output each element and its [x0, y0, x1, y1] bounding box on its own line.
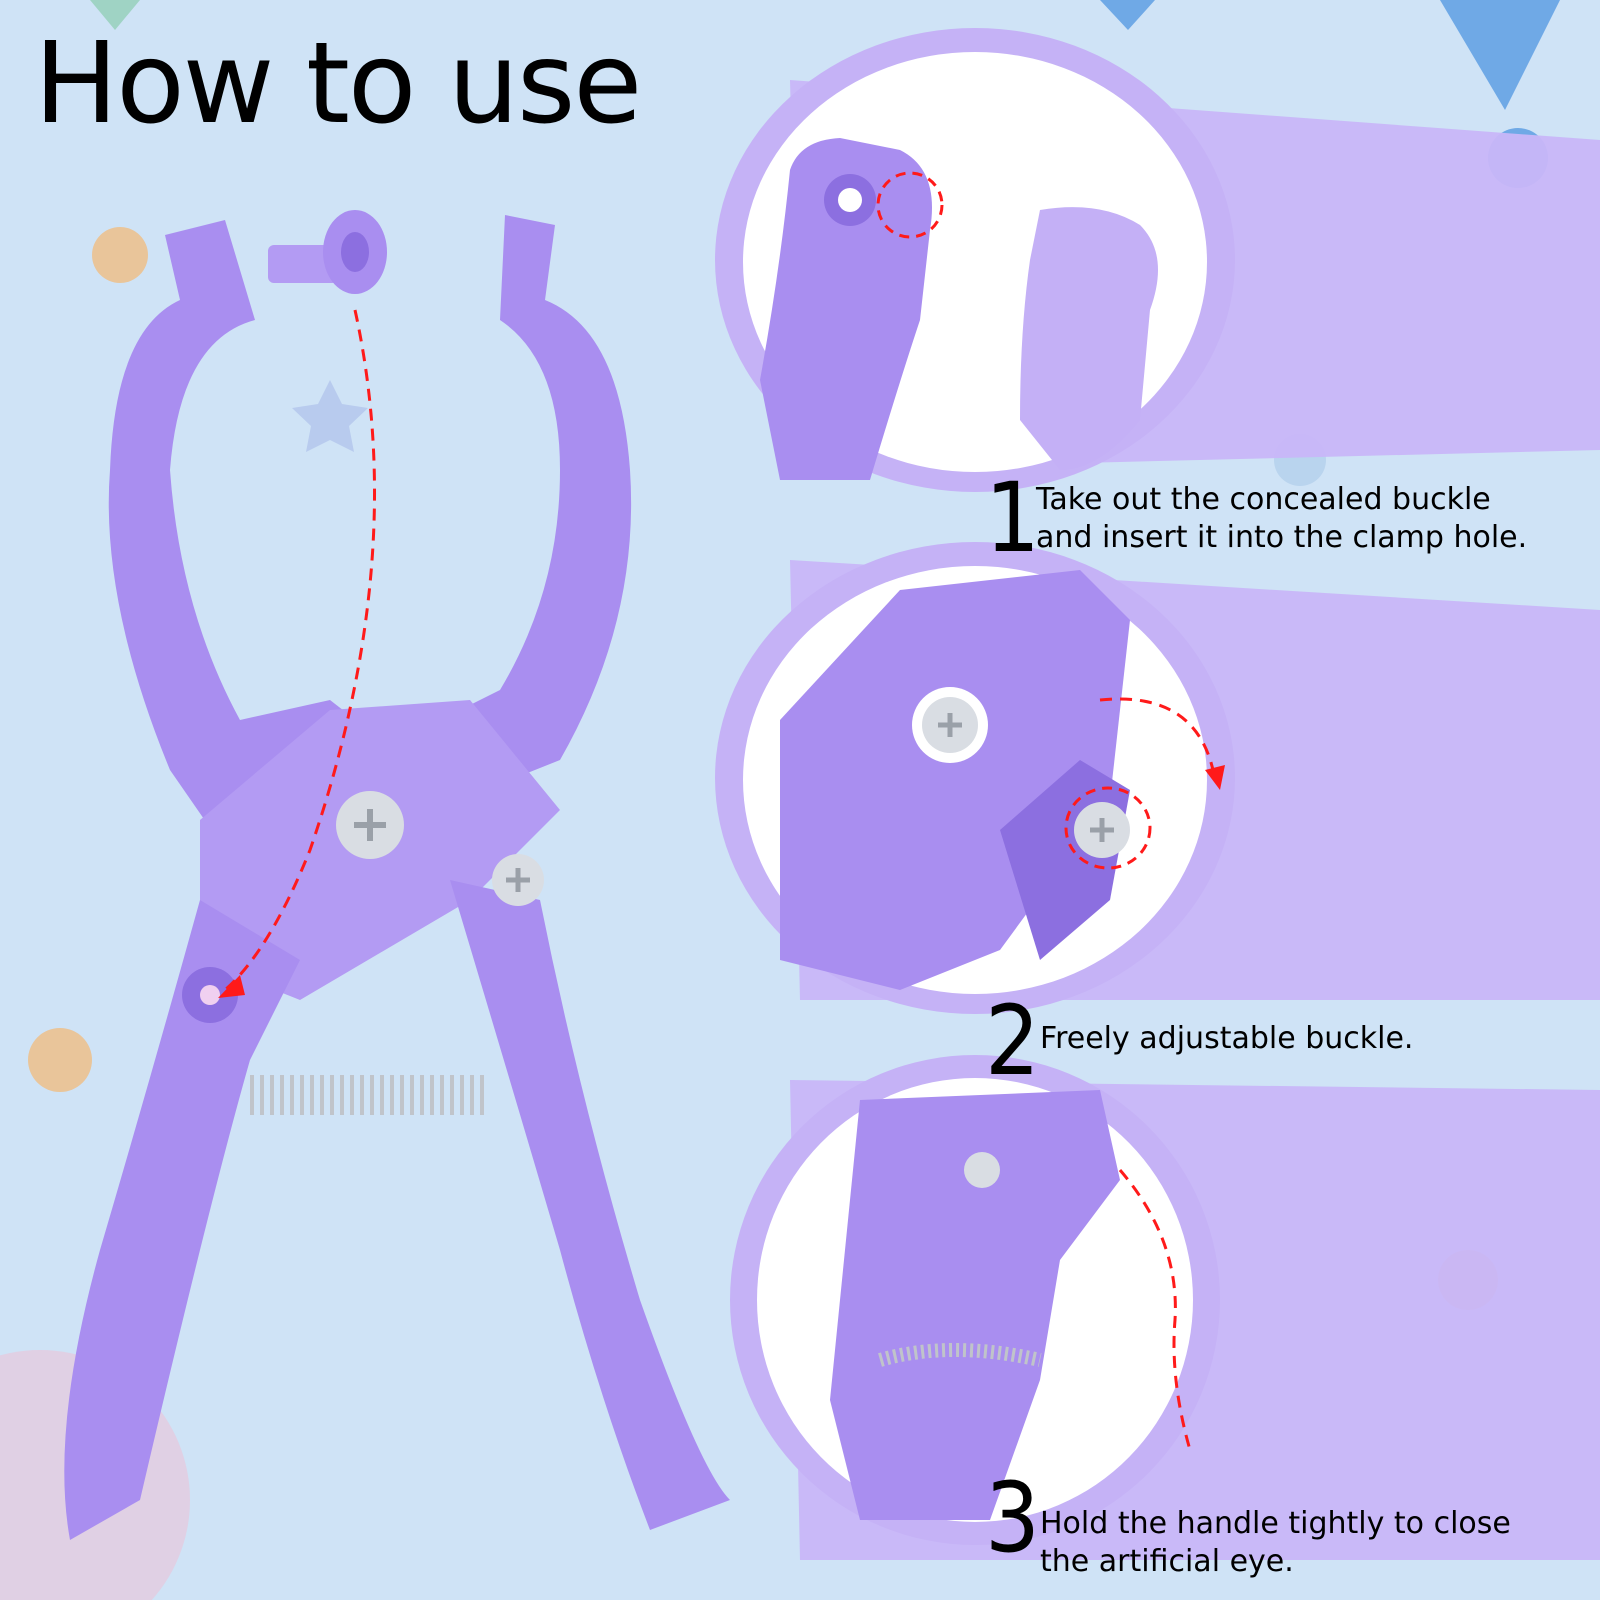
step-3-line-1: Hold the handle tightly to close	[1040, 1506, 1511, 1541]
page-title: How to use	[34, 19, 642, 149]
step-3-number: 3	[985, 1462, 1040, 1574]
step-1-number: 1	[985, 462, 1040, 574]
zoom-circle-step-3	[730, 1055, 1220, 1545]
buckle-piece-icon	[268, 210, 387, 294]
plier-clamp-illustration	[64, 210, 730, 1540]
star-icon	[292, 380, 368, 452]
bunting-flag-icon	[1100, 0, 1155, 30]
step-1-line-2: and insert it into the clamp hole.	[1036, 520, 1528, 555]
bunting-flag-icon	[1440, 0, 1560, 110]
step-2-line-1: Freely adjustable buckle.	[1040, 1021, 1414, 1056]
red-dashed-arrow-icon	[1118, 1169, 1192, 1451]
step-2-text: Freely adjustable buckle.	[1040, 1020, 1413, 1058]
zoom-circle-step-2	[715, 542, 1235, 1014]
bunting-flag-icon	[90, 0, 140, 30]
decor-dot	[28, 1028, 92, 1092]
zoom-circle-step-1	[715, 28, 1235, 492]
screw-icon	[964, 1152, 1000, 1188]
decor-dot	[92, 227, 148, 283]
highlight-circle	[876, 171, 944, 239]
step-2-number: 2	[985, 985, 1040, 1097]
red-dashed-arrow-icon	[1099, 697, 1217, 781]
spring-icon	[878, 1343, 1042, 1367]
step-3-line-2: the artificial eye.	[1040, 1544, 1294, 1579]
red-dashed-arrow-icon	[224, 309, 376, 992]
step-3-text: Hold the handle tightly to close the art…	[1040, 1505, 1511, 1581]
highlight-circle	[1064, 786, 1152, 870]
step-1-line-1: Take out the concealed buckle	[1036, 482, 1491, 517]
step-1-text: Take out the concealed buckle and insert…	[1036, 481, 1527, 557]
